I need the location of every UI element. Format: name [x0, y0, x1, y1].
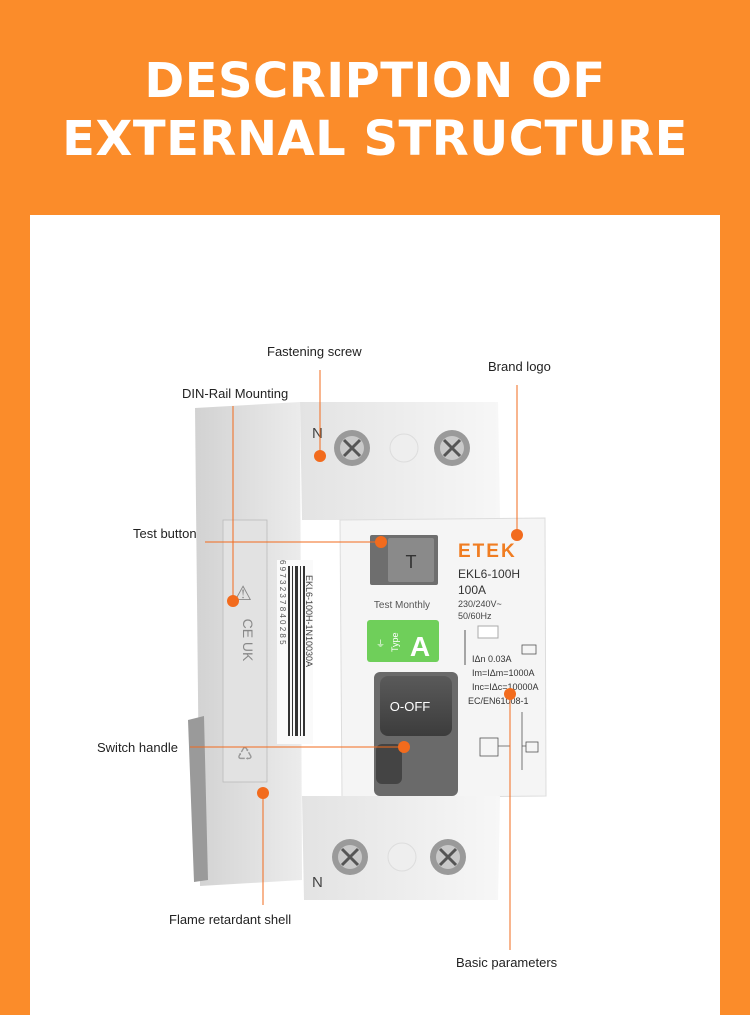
- terminal-bottom-label: N: [312, 874, 323, 891]
- top-terminal-block: N: [300, 402, 500, 520]
- type-word: Type: [390, 632, 400, 652]
- side-model-text: EKL6-100H-1N10030A: [304, 575, 314, 667]
- status-window: [477, 625, 499, 639]
- headline-line-1: DESCRIPTION OF: [144, 53, 606, 109]
- callout-brand-logo: Brand logo: [488, 359, 551, 374]
- standard-text: EC/EN61008-1: [468, 696, 529, 706]
- weee-bin-icon: ♺: [237, 744, 253, 764]
- callout-din-rail: DIN-Rail Mounting: [182, 386, 289, 401]
- brand-logo: ETEK: [458, 541, 517, 562]
- side-wall: 6 9 7 3 2 3 7 8 4 0 2 8 5 EKL6-100H-1N10…: [188, 402, 314, 886]
- idn-text: IΔn 0.03A: [472, 654, 512, 664]
- plug-icon: ⏚: [376, 639, 385, 649]
- test-button-dot: [375, 536, 387, 548]
- switch-handle[interactable]: [380, 676, 452, 736]
- callout-basic-parameters: Basic parameters: [456, 955, 558, 970]
- page-headline: DESCRIPTION OF EXTERNAL STRUCTURE: [0, 52, 750, 168]
- din-rail-dot: [227, 595, 239, 607]
- type-a-badge: [367, 620, 439, 662]
- model-text: EKL6-100H: [458, 567, 520, 581]
- barcode: [288, 566, 305, 736]
- barcode-digits: 6 9 7 3 2 3 7 8 4 0 2 8 5: [278, 560, 287, 645]
- voltage-text: 230/240V~: [458, 599, 502, 609]
- type-letter: A: [410, 631, 430, 662]
- terminal-top-label: N: [312, 425, 323, 442]
- callout-leaders: [190, 370, 523, 950]
- inc-text: Inc=IΔc=10000A: [472, 682, 539, 692]
- test-button[interactable]: [388, 538, 434, 582]
- callout-flame-shell: Flame retardant shell: [169, 912, 292, 927]
- im-text: Im=IΔm=1000A: [472, 668, 535, 678]
- fastening-screw-dot: [314, 450, 326, 462]
- frequency-text: 50/60Hz: [458, 611, 492, 621]
- callout-fastening-screw: Fastening screw: [267, 344, 362, 359]
- headline-line-2: EXTERNAL STRUCTURE: [62, 111, 688, 167]
- handle-label: O-OFF: [390, 699, 430, 714]
- basic-parameters-dot: [504, 688, 516, 700]
- rating-text: 100A: [458, 583, 486, 597]
- brand-logo-dot: [511, 529, 523, 541]
- flame-shell-dot: [257, 787, 269, 799]
- ce-mark-icon: CE UK: [240, 619, 256, 662]
- callout-test-button: Test button: [133, 526, 197, 541]
- front-face: T Test Monthly ⏚ Type A ETEK EKL6-100H 1…: [339, 517, 547, 799]
- switch-handle-dot: [398, 741, 410, 753]
- test-label: Test Monthly: [374, 600, 430, 611]
- bottom-terminal-block: N: [302, 796, 500, 900]
- callout-switch-handle: Switch handle: [97, 740, 178, 755]
- test-button-key: T: [406, 552, 417, 572]
